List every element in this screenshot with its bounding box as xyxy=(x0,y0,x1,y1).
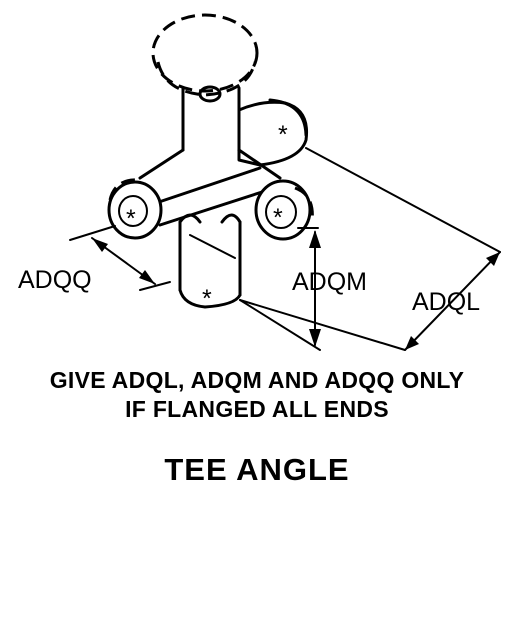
note-line-2: IF FLANGED ALL ENDS xyxy=(125,396,389,422)
valve-stem xyxy=(181,85,241,152)
end-mark-left: * xyxy=(126,205,136,233)
note-line-1: GIVE ADQL, ADQM AND ADQQ ONLY xyxy=(49,367,465,393)
tee-body xyxy=(107,148,314,309)
adqm-dimension xyxy=(239,227,321,351)
tee-angle-drawing: * * * * ADQL ADQM ADQQ xyxy=(18,13,501,351)
adqq-dimension xyxy=(69,225,171,291)
handwheel xyxy=(151,13,259,97)
adqq-label: ADQQ xyxy=(18,266,92,294)
figure-caption: TEE ANGLE xyxy=(164,452,350,487)
adql-label: ADQL xyxy=(412,288,480,316)
end-mark-bottom: * xyxy=(202,285,212,313)
end-mark-right: * xyxy=(273,204,283,232)
end-mark-top-right: * xyxy=(278,121,288,149)
adqm-label: ADQM xyxy=(292,268,367,296)
top-right-branch xyxy=(237,98,309,167)
adql-dimension xyxy=(239,147,501,351)
